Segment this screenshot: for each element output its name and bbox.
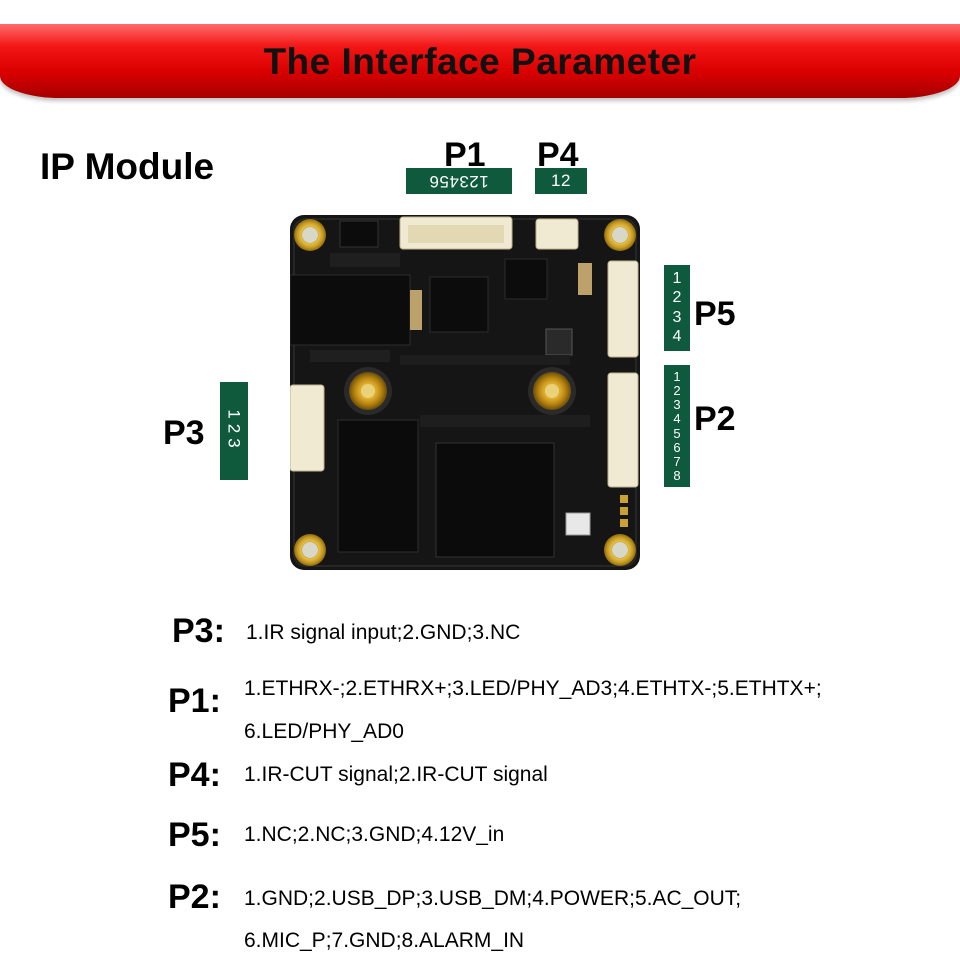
p2-description-label: P2: — [168, 878, 221, 916]
p5-pin-2: 2 — [672, 289, 682, 307]
p4-label: P4 — [537, 136, 579, 174]
page-title: The Interface Parameter — [263, 41, 697, 82]
p4-connector — [535, 218, 579, 250]
p4-pin-box: 12 — [535, 168, 587, 194]
inductor — [545, 328, 573, 356]
p2-description-line2: 6.MIC_P;7.GND;8.ALARM_IN — [244, 929, 525, 952]
transformer-chip — [290, 274, 411, 346]
p5-description-label: P5: — [168, 816, 221, 854]
small-ic — [429, 276, 489, 333]
crystal — [565, 512, 591, 536]
p3-pin-numbers: 123 — [225, 409, 244, 453]
p2-pin-1: 1 — [673, 368, 681, 384]
p2-pin-8: 8 — [673, 468, 681, 484]
module-title: IP Module — [40, 146, 215, 187]
p1-pin-box: 123456 — [406, 168, 512, 194]
capacitor — [410, 290, 422, 330]
p3-pin-box: 123 — [220, 382, 248, 480]
p2-pin-2: 2 — [673, 382, 681, 398]
p3-description-label: P3: — [172, 612, 225, 650]
header-banner — [0, 24, 960, 98]
small-ic — [504, 258, 548, 300]
p2-description-line1: 1.GND;2.USB_DP;3.USB_DM;4.POWER;5.AC_OUT… — [244, 887, 742, 910]
top-left-component — [339, 220, 379, 248]
capacitor — [578, 263, 592, 295]
p5-pin-3: 3 — [672, 308, 682, 326]
p2-pin-5: 5 — [673, 425, 681, 441]
p5-pin-4: 4 — [672, 328, 682, 346]
p3-description-text: 1.IR signal input;2.GND;3.NC — [246, 621, 521, 644]
p1-pin-numbers: 123456 — [429, 172, 489, 191]
p4-description-text: 1.IR-CUT signal;2.IR-CUT signal — [244, 763, 548, 786]
p2-label: P2 — [694, 400, 736, 438]
p3-label: P3 — [163, 414, 205, 452]
p5-description-text: 1.NC;2.NC;3.GND;4.12V_in — [244, 823, 505, 846]
p4-pin-numbers: 12 — [551, 171, 571, 190]
p2-pin-7: 7 — [673, 454, 681, 470]
p1-description-label: P1: — [168, 682, 221, 720]
p5-pin-1: 1 — [672, 269, 682, 287]
p2-pin-4: 4 — [673, 411, 681, 427]
p2-pin-box: 1 2 3 4 5 6 7 8 — [664, 365, 690, 487]
soc-chip — [435, 442, 555, 558]
p1-label: P1 — [444, 136, 486, 174]
p2-pin-3: 3 — [673, 397, 681, 413]
p2-connector — [607, 372, 639, 488]
p5-pin-box: 1 2 3 4 — [664, 265, 690, 351]
p3-connector — [290, 384, 325, 472]
p5-connector — [607, 260, 639, 358]
p2-pin-6: 6 — [673, 439, 681, 455]
p4-description-label: P4: — [168, 756, 221, 794]
p5-label: P5 — [694, 295, 736, 333]
ip-module-board — [290, 215, 640, 570]
p1-description-line2: 6.LED/PHY_AD0 — [244, 720, 404, 743]
memory-chip — [337, 419, 419, 553]
p1-description-line1: 1.ETHRX-;2.ETHRX+;3.LED/PHY_AD3;4.ETHTX-… — [244, 677, 822, 700]
